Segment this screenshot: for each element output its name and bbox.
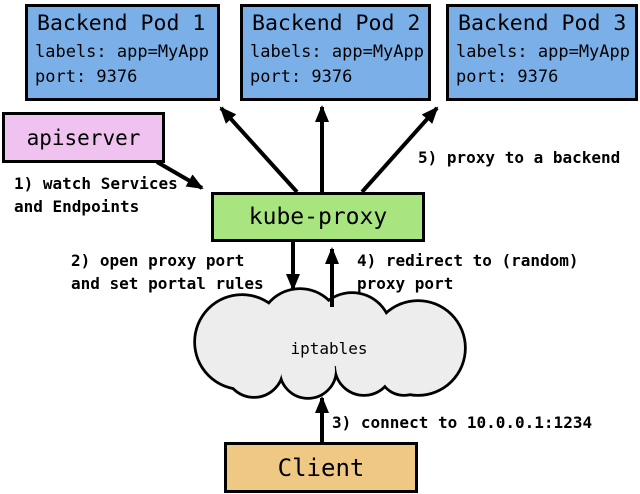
pod-labels: labels: app=MyApp — [35, 42, 209, 62]
annotation-line: 1) watch Services — [14, 174, 178, 193]
annotation-line: 4) redirect to (random) — [357, 251, 579, 270]
client-label: Client — [277, 453, 365, 482]
backend-pod-3: Backend Pod 3 labels: app=MyApp port: 93… — [446, 4, 638, 101]
annotation-line: and set portal rules — [71, 274, 264, 293]
annotation-line: 2) open proxy port — [71, 251, 245, 270]
pod-labels: labels: app=MyApp — [456, 42, 630, 62]
kube-proxy-node: kube-proxy — [211, 192, 425, 242]
pod-port: port: 9376 — [250, 67, 353, 87]
cloud-fill — [196, 290, 464, 397]
pod-title: Backend Pod 1 — [37, 11, 206, 36]
pod-title: Backend Pod 3 — [458, 11, 627, 36]
iptables-cloud — [193, 287, 467, 400]
annotation-step3: 3) connect to 10.0.0.1:1234 — [332, 413, 593, 432]
apiserver-label: apiserver — [26, 125, 141, 150]
client-node: Client — [224, 442, 418, 493]
arrows — [155, 105, 439, 442]
pod-port: port: 9376 — [35, 67, 138, 87]
kube-proxy-label: kube-proxy — [248, 204, 388, 230]
annotation-line: and Endpoints — [14, 197, 140, 216]
annotation-step1: 1) watch Services and Endpoints — [14, 172, 178, 218]
arrow-kubeproxy-to-pod1 — [219, 106, 299, 194]
backend-pod-2: Backend Pod 2 labels: app=MyApp port: 93… — [240, 4, 431, 101]
pod-port: port: 9376 — [456, 67, 559, 87]
annotation-step4: 4) redirect to (random) proxy port — [357, 249, 579, 295]
annotation-step5: 5) proxy to a backend — [418, 148, 621, 167]
backend-pod-1: Backend Pod 1 labels: app=MyApp port: 93… — [25, 4, 220, 101]
iptables-label: iptables — [290, 339, 368, 358]
pod-title: Backend Pod 2 — [252, 11, 421, 36]
apiserver-node: apiserver — [2, 112, 165, 163]
pod-labels: labels: app=MyApp — [250, 42, 424, 62]
arrow-kubeproxy-to-pod3 — [360, 106, 439, 194]
annotation-step2: 2) open proxy port and set portal rules — [71, 249, 264, 295]
annotation-line: proxy port — [357, 274, 454, 293]
arrow-apiserver-to-kubeproxy — [155, 160, 204, 190]
